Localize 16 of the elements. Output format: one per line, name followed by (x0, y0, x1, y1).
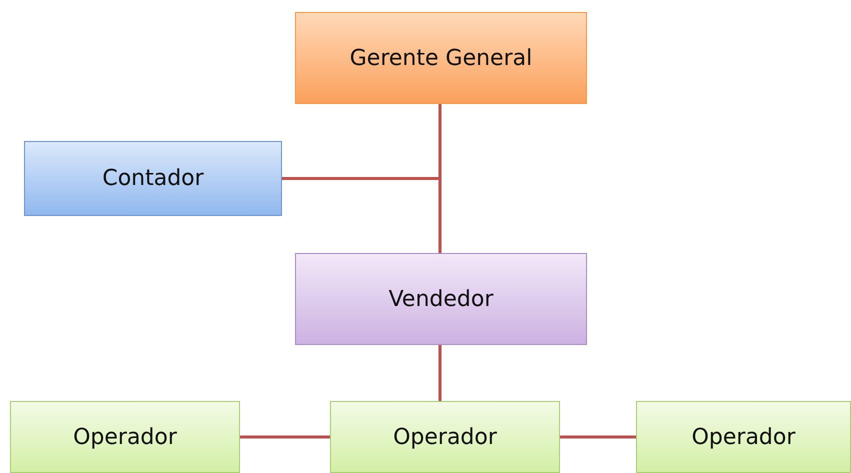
role-label: Operador (692, 424, 796, 450)
org-box (295, 12, 587, 104)
connector-line (438, 345, 442, 401)
connector-line (240, 436, 330, 438)
org-box (330, 401, 560, 473)
role-label: Operador (73, 424, 177, 450)
connector-line (282, 104, 442, 180)
org-box (24, 141, 282, 216)
org-box (10, 401, 240, 473)
org-box (295, 253, 587, 345)
org-box (636, 401, 851, 473)
role-label: Contador (102, 166, 204, 191)
role-label: Gerente General (350, 46, 532, 70)
connector-line (560, 436, 636, 438)
role-label: Vendedor (388, 286, 494, 312)
role-label: Operador (393, 424, 497, 450)
